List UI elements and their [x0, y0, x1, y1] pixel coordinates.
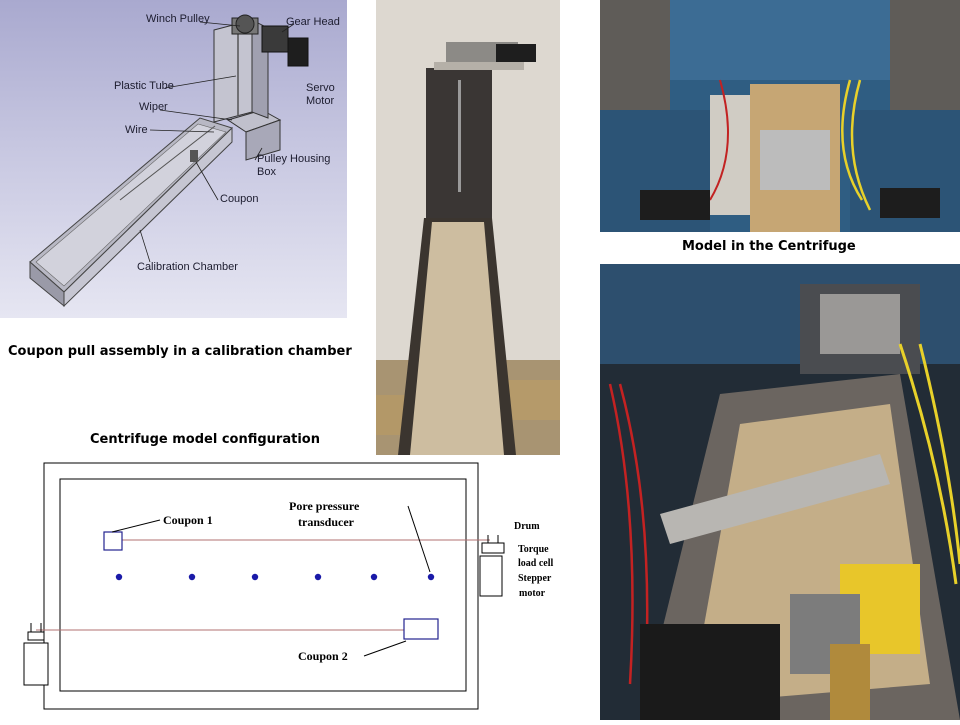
centrifuge-top-drawing: [600, 0, 960, 232]
transducer-dot: [314, 573, 322, 581]
torque-label-2: load cell: [518, 558, 553, 569]
centrifuge-photo-bottom: [600, 264, 960, 720]
transducer-label: transducer: [298, 515, 355, 529]
coupon-1-label: Coupon 1: [163, 513, 213, 527]
drum-shape: [481, 542, 505, 554]
cad-drawing: [29, 14, 309, 308]
caption-centrifuge-config: Centrifuge model configuration: [90, 432, 320, 447]
transducer-dots: [115, 573, 435, 581]
caption-coupon-pull: Coupon pull assembly in a calibration ch…: [8, 344, 352, 359]
label-servo-motor: Servo Motor: [306, 82, 335, 107]
transducer-dot: [251, 573, 259, 581]
caption-model-centrifuge: Model in the Centrifuge: [682, 239, 856, 254]
centrifuge-bottom-drawing: [600, 264, 960, 720]
coupon-1-leader: [111, 519, 161, 533]
stepper-label-1: Stepper: [518, 573, 552, 584]
schematic-drawing: Coupon 1 Pore pressure transducer Drum T…: [23, 462, 553, 710]
coupon-2-leader: [363, 640, 407, 657]
transducer-dot: [188, 573, 196, 581]
cad-render-panel: Winch Pulley Gear Head Plastic Tube Serv…: [0, 0, 347, 318]
transducer-leader: [407, 505, 431, 573]
label-pulley-housing-box: Pulley Housing Box: [257, 153, 331, 178]
stepper-label-2: motor: [519, 588, 546, 599]
chamber-photo: [376, 0, 560, 455]
schematic-inner-frame: [59, 478, 467, 692]
centrifuge-schematic: Coupon 1 Pore pressure transducer Drum T…: [0, 455, 600, 720]
coupon-2-label: Coupon 2: [298, 649, 348, 663]
torque-label-1: Torque: [518, 544, 549, 555]
label-winch-pulley: Winch Pulley: [146, 13, 210, 25]
transducer-dot: [115, 573, 123, 581]
label-wire: Wire: [125, 124, 148, 136]
left-motor-shape: [23, 642, 49, 686]
label-gear-head: Gear Head: [286, 16, 340, 28]
label-wiper: Wiper: [139, 101, 168, 113]
drum-label: Drum: [514, 521, 540, 532]
label-plastic-tube: Plastic Tube: [114, 80, 174, 92]
coupon-2-box: [403, 618, 439, 640]
coupon-1-box: [103, 531, 123, 551]
pore-pressure-label: Pore pressure: [289, 499, 360, 513]
stepper-motor-shape: [479, 555, 503, 597]
transducer-dot: [370, 573, 378, 581]
centrifuge-photo-top: [600, 0, 960, 232]
transducer-dot: [427, 573, 435, 581]
label-coupon: Coupon: [220, 193, 259, 205]
chamber-photo-drawing: [376, 0, 560, 455]
schematic-outer-frame: [43, 462, 479, 710]
label-calibration-chamber: Calibration Chamber: [137, 261, 238, 273]
